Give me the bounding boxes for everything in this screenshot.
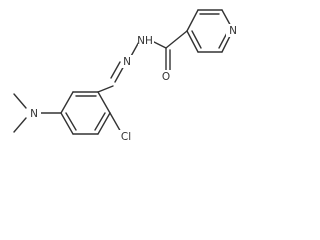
label-backdrop xyxy=(226,24,240,37)
atom-label-nh: NH xyxy=(137,35,153,47)
bond xyxy=(60,91,74,114)
bond xyxy=(186,9,199,32)
structure-diagram: N NH N O Cl N xyxy=(13,9,240,143)
bond-double-inner xyxy=(94,112,106,131)
label-backdrop xyxy=(160,70,172,83)
bond xyxy=(186,30,199,53)
bond xyxy=(97,112,111,135)
bond-double-inner xyxy=(191,30,202,49)
label-backdrop xyxy=(118,130,134,143)
bond-methyl xyxy=(13,117,27,133)
bond xyxy=(60,112,74,135)
atom-label-chlorine: Cl xyxy=(121,131,131,143)
atom-label-pyridine-n: N xyxy=(229,25,237,37)
bond-methyl xyxy=(13,93,27,109)
atom-labels: N NH N O Cl N xyxy=(27,24,240,143)
bond-double-inner xyxy=(65,112,77,131)
bond xyxy=(97,85,114,93)
substituents xyxy=(13,93,123,135)
label-backdrop xyxy=(27,107,41,120)
atom-label-oxygen: O xyxy=(162,71,170,83)
molecule-svg: N NH N O Cl N xyxy=(13,9,240,143)
bond xyxy=(165,30,188,49)
bond-imine-double xyxy=(110,61,121,79)
label-backdrop xyxy=(121,55,133,68)
bond xyxy=(97,91,111,114)
benzene-ring xyxy=(60,91,111,135)
pyridine-ring xyxy=(186,9,234,53)
atom-label-imine-n: N xyxy=(123,56,131,68)
label-backdrop xyxy=(138,34,154,47)
atom-label-amine-n: N xyxy=(30,108,38,120)
